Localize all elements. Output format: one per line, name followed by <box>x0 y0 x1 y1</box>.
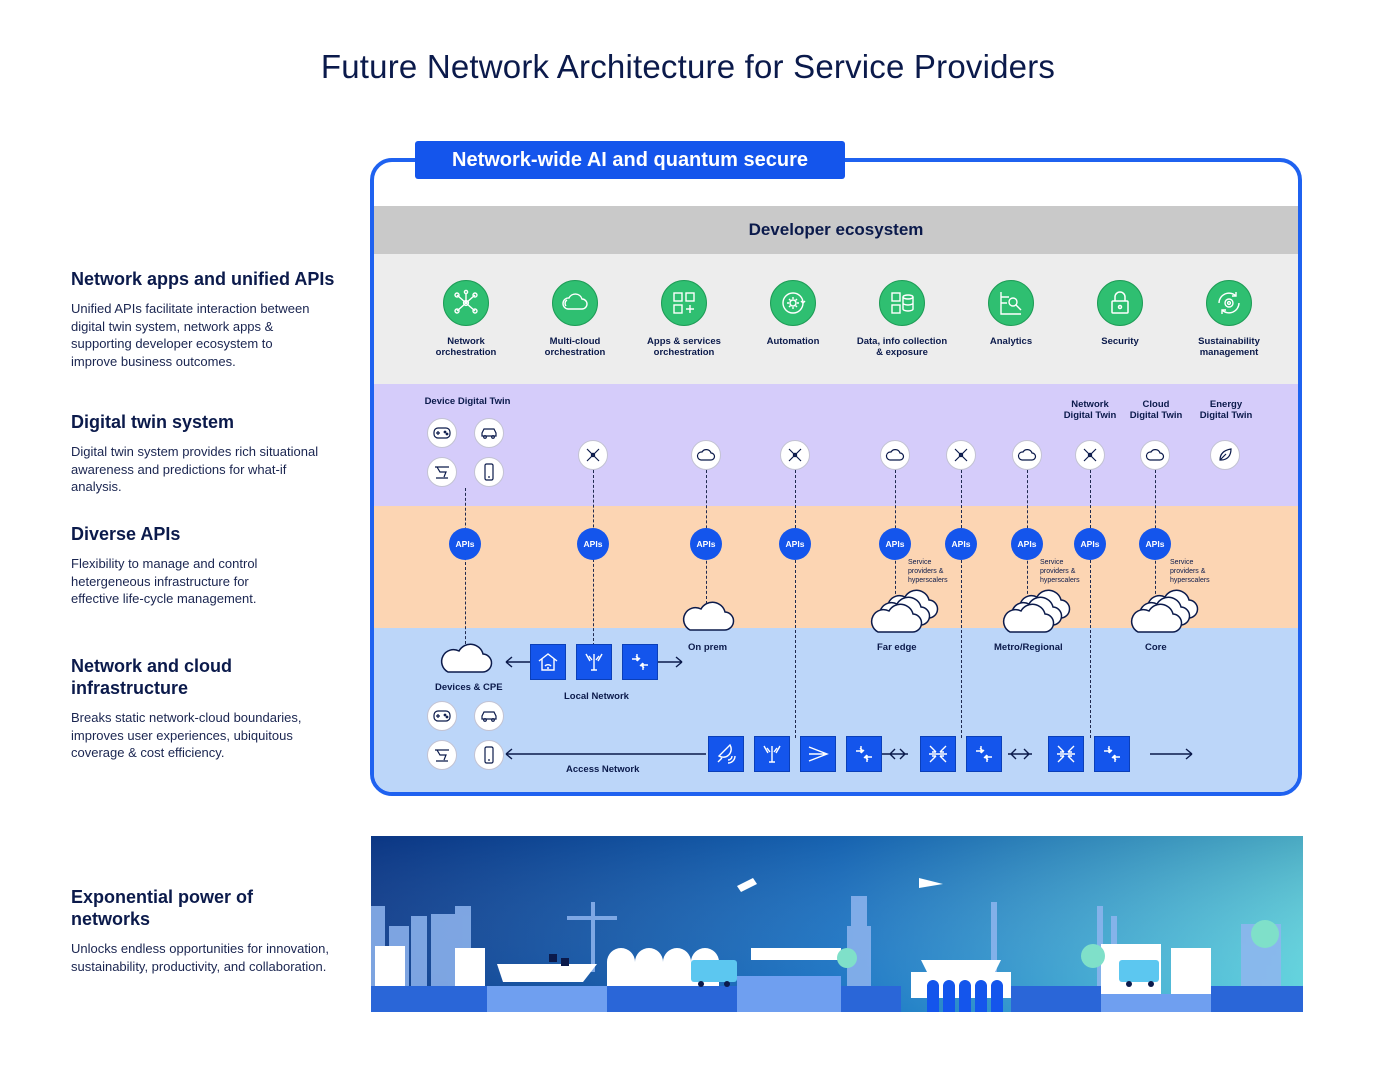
section-diverse-apis: Diverse APIs Flexibility to manage and c… <box>71 523 336 608</box>
app-security[interactable]: Security <box>1070 280 1170 347</box>
city-illustration <box>371 836 1303 1012</box>
gear-cycle-icon <box>770 280 816 326</box>
section-heading: Diverse APIs <box>71 524 181 544</box>
app-automation[interactable]: Automation <box>743 280 843 347</box>
digital-twin-band <box>374 384 1298 506</box>
app-label: Security <box>1101 336 1139 347</box>
app-label: Network orchestration <box>435 336 497 358</box>
architecture-frame: Developer ecosystem Network orchestratio… <box>370 158 1302 796</box>
section-text: Digital twin system provides rich situat… <box>71 444 319 494</box>
apps-grid-icon <box>661 280 707 326</box>
section-digital-twin: Digital twin system Digital twin system … <box>71 411 336 496</box>
network-apps-band: Network orchestration Multi-cloud orches… <box>374 254 1298 384</box>
app-label: Automation <box>766 336 820 347</box>
section-network-cloud: Network and cloud infrastructure Breaks … <box>71 655 336 762</box>
sustainability-gear-icon <box>1206 280 1252 326</box>
section-text: Flexibility to manage and control heterg… <box>71 556 258 606</box>
app-label: Multi-cloud orchestration <box>544 336 606 358</box>
app-network-orchestration[interactable]: Network orchestration <box>416 280 516 358</box>
infrastructure-band <box>374 628 1298 792</box>
app-label: Data, info collection & exposure <box>856 336 948 358</box>
database-icon <box>879 280 925 326</box>
section-heading: Digital twin system <box>71 412 235 432</box>
developer-ecosystem-header: Developer ecosystem <box>374 206 1298 254</box>
cloud-icon <box>552 280 598 326</box>
app-multi-cloud[interactable]: Multi-cloud orchestration <box>525 280 625 358</box>
section-heading: Network apps and unified APIs <box>71 269 335 289</box>
app-data-info[interactable]: Data, info collection & exposure <box>852 280 952 358</box>
network-icon <box>443 280 489 326</box>
section-text: Breaks static network-cloud boundaries, … <box>71 710 302 760</box>
section-exponential: Exponential power of networks Unlocks en… <box>71 886 336 975</box>
lock-icon <box>1097 280 1143 326</box>
section-heading: Exponential power of networks <box>71 887 254 929</box>
app-analytics[interactable]: Analytics <box>961 280 1061 347</box>
app-label: Apps & services orchestration <box>647 336 721 358</box>
network-wide-ai-banner: Network-wide AI and quantum secure <box>415 141 845 179</box>
section-text: Unified APIs facilitate interaction betw… <box>71 301 310 369</box>
page-title: Future Network Architecture for Service … <box>320 48 1056 85</box>
section-network-apps: Network apps and unified APIs Unified AP… <box>71 268 336 370</box>
app-apps-services[interactable]: Apps & services orchestration <box>634 280 734 358</box>
section-text: Unlocks endless opportunities for innova… <box>71 941 329 974</box>
app-label: Sustainability management <box>1198 336 1260 358</box>
app-sustainability[interactable]: Sustainability management <box>1179 280 1279 358</box>
app-label: Analytics <box>989 336 1033 347</box>
analytics-search-icon <box>988 280 1034 326</box>
section-heading: Network and cloud infrastructure <box>71 656 233 698</box>
apis-band <box>374 506 1298 628</box>
